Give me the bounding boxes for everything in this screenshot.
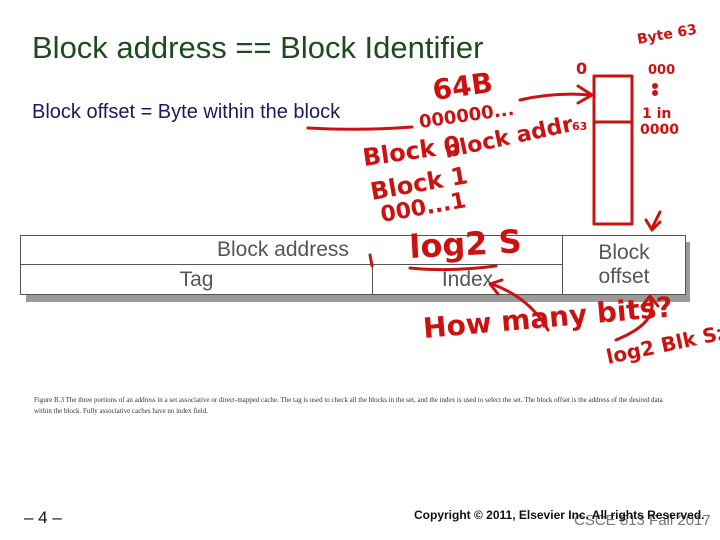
figure-caption: Figure B.3 The three portions of an addr… bbox=[34, 396, 663, 415]
ink-arrowhead-memory bbox=[576, 84, 594, 105]
block-offset-label-line2: offset bbox=[598, 265, 650, 288]
note-block-0: Block 0 bbox=[361, 131, 462, 172]
ink-memory-column bbox=[592, 74, 634, 226]
ink-dot bbox=[652, 90, 658, 96]
note-0: 0 bbox=[576, 59, 587, 78]
ink-arrow-to-offset-2 bbox=[614, 296, 654, 342]
slide-subtitle: Block offset = Byte within the block bbox=[32, 101, 341, 123]
page-number: – 4 – bbox=[24, 508, 62, 527]
course-label: CSCE 513 Fall 2017 bbox=[574, 512, 711, 529]
ink-arrow-to-memory bbox=[518, 92, 592, 102]
note-1-in: 1 in bbox=[642, 106, 671, 122]
tag-field: Tag bbox=[21, 265, 373, 294]
note-ones: 000...1 bbox=[379, 188, 468, 228]
note-0000: 0000 bbox=[640, 122, 679, 138]
ink-underline bbox=[306, 125, 414, 131]
block-address-field: Block address bbox=[21, 236, 563, 265]
note-zeros: 000000... bbox=[418, 99, 516, 133]
ink-dot bbox=[652, 83, 658, 89]
note-64b: 64B bbox=[430, 66, 494, 107]
address-fields-diagram: Block address Tag Index Block offset bbox=[20, 235, 686, 295]
note-block-addr: block addr bbox=[442, 112, 575, 164]
copyright-notice: Copyright © 2011, Elsevier Inc. All righ… bbox=[414, 508, 705, 522]
index-field: Index bbox=[373, 265, 563, 294]
slide-title: Block address == Block Identifier bbox=[32, 30, 484, 65]
note-000: 000 bbox=[648, 63, 675, 78]
block-offset-label-line1: Block bbox=[598, 241, 650, 264]
block-offset-field: Block offset bbox=[563, 236, 685, 294]
ink-arrow-to-offset bbox=[650, 210, 662, 230]
note-block-1: Block 1 bbox=[368, 161, 470, 206]
note-byte-63: Byte 63 bbox=[636, 22, 698, 48]
note-63: 63 bbox=[572, 120, 587, 133]
ink-arrowhead-offset bbox=[644, 218, 662, 232]
note-log2-blk-sz: log2 Blk Sz bbox=[604, 320, 720, 369]
